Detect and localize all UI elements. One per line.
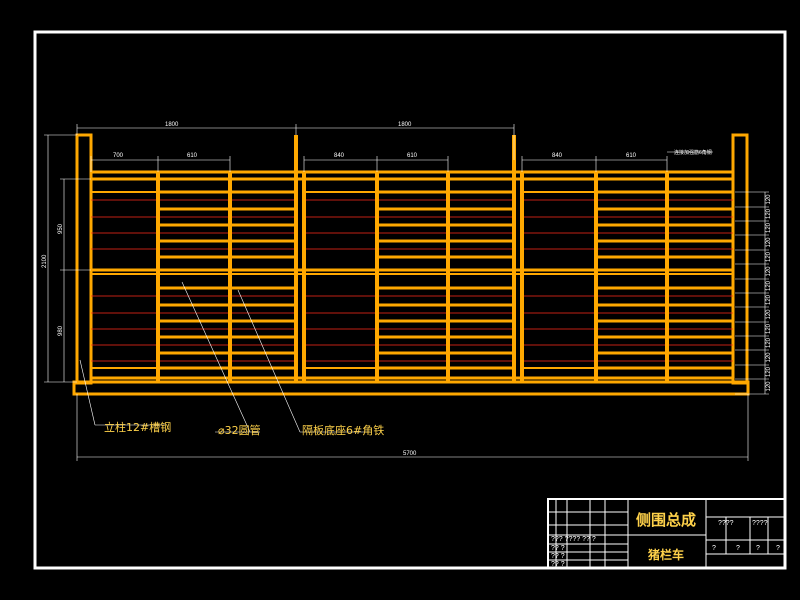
right-dim-label: 120	[766, 251, 772, 262]
right-dim-ticks	[735, 191, 769, 395]
base-beam	[72, 380, 750, 396]
right-dim-label: 120	[766, 352, 772, 363]
right-dim-label: 120	[766, 208, 772, 219]
tb-right-bottom-1: ?	[712, 545, 716, 552]
tb-left-row-2: ?? ?	[551, 545, 565, 552]
right-dim-label: 120	[766, 280, 772, 291]
left-end-post	[75, 133, 93, 385]
right-dim-label: 120	[766, 366, 772, 377]
tb-right-top-1: ????	[718, 520, 734, 527]
tb-right-bottom-2: ?	[736, 545, 740, 552]
tb-left-row-4: ?? ?	[551, 561, 565, 568]
red-ribs	[91, 199, 733, 362]
title-block-title: 侧围总成	[636, 511, 696, 529]
right-dim-label: 120	[766, 237, 772, 248]
dimension-lines	[44, 124, 766, 461]
right-dim-label: 120	[766, 294, 772, 305]
tb-right-top-2: ????	[752, 520, 768, 527]
dim-left-lower: 980	[58, 325, 64, 336]
right-dim-labels: 120 120 120 120 120 120 120 120 120 120 120 120 120 1…	[766, 194, 772, 392]
vertical-posts	[156, 135, 669, 382]
title-block	[547, 498, 786, 569]
dim-bottom: 5700	[403, 451, 417, 457]
dim-bay2-b: 610	[407, 153, 418, 159]
right-dim-label: 120	[766, 337, 772, 348]
right-dim-label: 120	[766, 323, 772, 334]
drawing-border	[33, 30, 787, 570]
right-end-post	[731, 133, 749, 385]
callout-partition: 隔板底座6#角铁	[302, 423, 384, 437]
dim-bay1-a: 700	[113, 153, 124, 159]
dim-corner-note: 连接加强筋6角钢	[674, 149, 712, 156]
right-dim-label: 120	[766, 222, 772, 233]
tb-right-bottom-4: ?	[776, 545, 780, 552]
callout-pipe: ⌀32圆管	[218, 423, 261, 437]
dim-bay2-a: 840	[334, 153, 345, 159]
tb-right-bottom-3: ?	[756, 545, 760, 552]
dim-left-upper: 950	[58, 223, 64, 234]
dim-bay2: 1800	[398, 122, 412, 128]
right-dim-label: 120	[766, 194, 772, 205]
tb-left-row-1: ??? ???? ?? ?	[551, 536, 596, 543]
pipe-slats	[91, 190, 733, 370]
dim-bay1-b: 610	[187, 153, 198, 159]
side-frame	[72, 133, 750, 396]
title-block-subtitle: 猪栏车	[647, 547, 684, 562]
dim-bay1: 1800	[165, 122, 179, 128]
right-dim-label: 120	[766, 381, 772, 392]
dim-left-total: 2100	[42, 254, 48, 268]
right-dim-label: 120	[766, 266, 772, 277]
right-dim-label: 120	[766, 309, 772, 320]
dim-bay3-b: 610	[626, 153, 637, 159]
dim-bay3-a: 840	[552, 153, 563, 159]
callout-column: 立柱12#槽钢	[104, 420, 171, 434]
tb-left-row-3: ?? ?	[551, 553, 565, 560]
